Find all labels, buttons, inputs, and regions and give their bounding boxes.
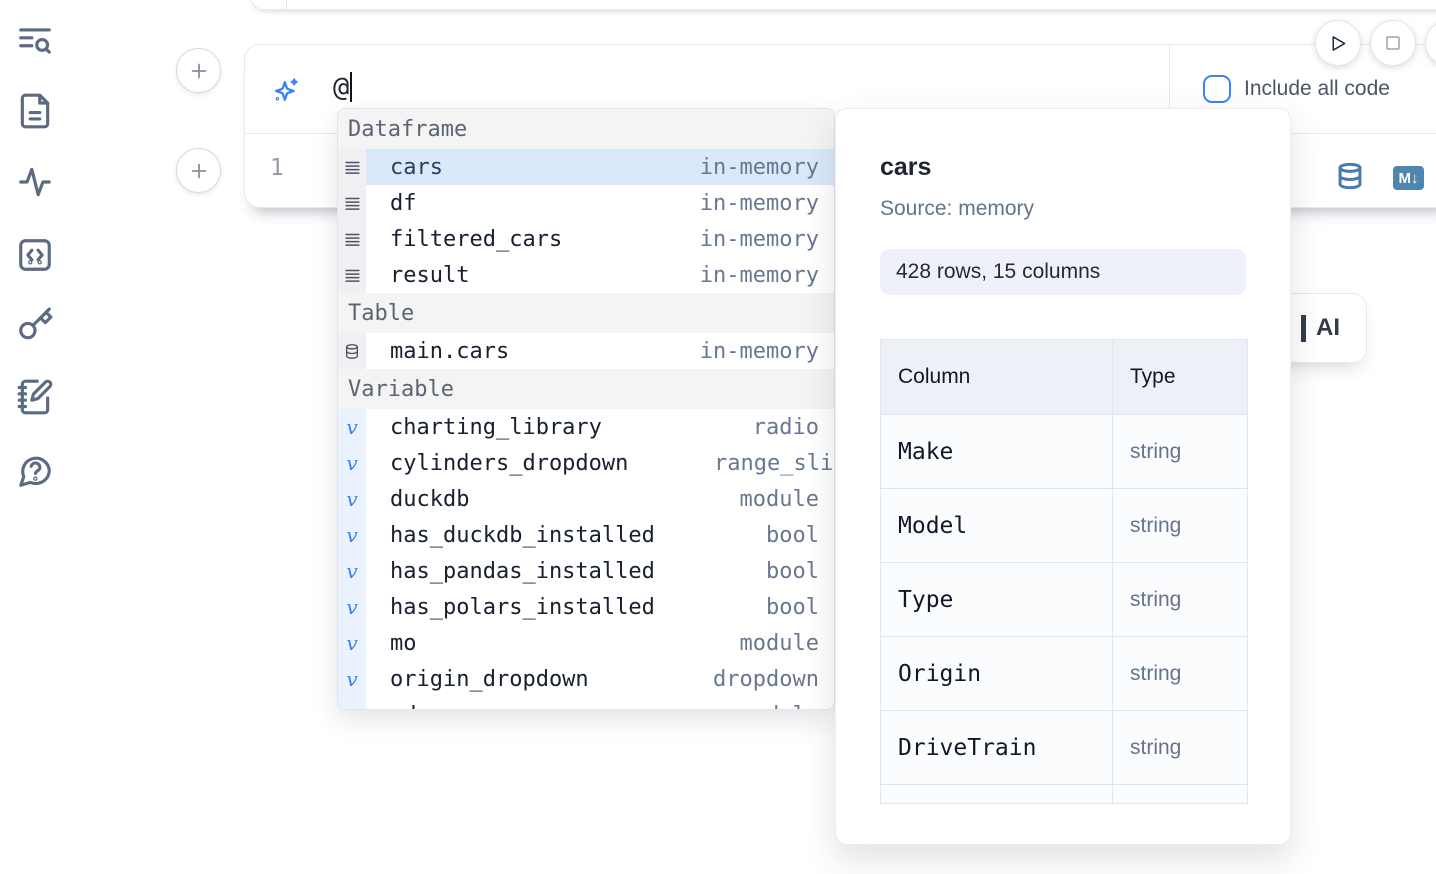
variable-icon: v bbox=[338, 589, 366, 625]
autocomplete-item-cylinders-dropdown[interactable]: v cylinders_dropdown range_slider bbox=[338, 445, 834, 481]
variable-icon: v bbox=[338, 661, 366, 697]
autocomplete-item-pd[interactable]: v pd module bbox=[338, 697, 834, 709]
prompt-value: @ bbox=[333, 72, 350, 103]
autocomplete-item-duckdb[interactable]: v duckdb module bbox=[338, 481, 834, 517]
variable-icon: v bbox=[338, 553, 366, 589]
variable-icon: v bbox=[338, 517, 366, 553]
variable-icon: v bbox=[338, 625, 366, 661]
prompt-divider bbox=[1169, 45, 1170, 133]
autocomplete-item-df[interactable]: df in-memory bbox=[338, 185, 834, 221]
add-cell-button-top[interactable] bbox=[176, 48, 221, 93]
file-icon[interactable] bbox=[16, 92, 54, 130]
rows-icon bbox=[338, 221, 366, 257]
include-all-code-label: Include all code bbox=[1244, 77, 1390, 100]
table-row: Model string bbox=[881, 488, 1247, 562]
text-caret bbox=[350, 72, 353, 102]
scratchpad-icon[interactable] bbox=[16, 378, 54, 416]
autocomplete-item-filtered-cars[interactable]: filtered_cars in-memory bbox=[338, 221, 834, 257]
table-header-row: Column Type bbox=[881, 340, 1247, 414]
table-row: Origin string bbox=[881, 636, 1247, 710]
autocomplete-item-has-duckdb-installed[interactable]: v has_duckdb_installed bool bbox=[338, 517, 834, 553]
clipped-letter bbox=[1301, 314, 1306, 342]
key-icon[interactable] bbox=[16, 306, 54, 344]
section-header-dataframe: Dataframe bbox=[338, 109, 834, 149]
autocomplete-item-result[interactable]: result in-memory bbox=[338, 257, 834, 293]
card-title: cars bbox=[880, 153, 932, 181]
variable-icon: v bbox=[338, 697, 366, 709]
variable-icon: v bbox=[338, 481, 366, 517]
sidebar bbox=[0, 0, 70, 874]
autocomplete-item-charting-library[interactable]: v charting_library radio bbox=[338, 409, 834, 445]
previous-cell-edge bbox=[250, 0, 1436, 10]
database-icon[interactable] bbox=[1336, 162, 1364, 192]
line-number: 1 bbox=[270, 155, 284, 181]
section-header-variable: Variable bbox=[338, 369, 834, 409]
dataframe-preview-card: cars Source: memory 428 rows, 15 columns… bbox=[835, 108, 1291, 845]
table-row: Make string bbox=[881, 414, 1247, 488]
autocomplete-item-mo[interactable]: v mo module bbox=[338, 625, 834, 661]
shape-badge: 428 rows, 15 columns bbox=[880, 249, 1246, 295]
include-all-code-checkbox[interactable] bbox=[1203, 75, 1231, 103]
markdown-icon[interactable]: M↓ bbox=[1393, 166, 1424, 190]
help-icon[interactable] bbox=[16, 452, 54, 490]
section-header-table: Table bbox=[338, 293, 834, 333]
variable-icon: v bbox=[338, 445, 366, 481]
rows-icon bbox=[338, 149, 366, 185]
autocomplete-item-origin-dropdown[interactable]: v origin_dropdown dropdown bbox=[338, 661, 834, 697]
autocomplete-item-main-cars[interactable]: main.cars in-memory bbox=[338, 333, 834, 369]
database-icon bbox=[338, 333, 366, 369]
variable-icon: v bbox=[338, 409, 366, 445]
autocomplete-item-cars[interactable]: cars in-memory bbox=[338, 149, 834, 185]
table-row: Type string bbox=[881, 562, 1247, 636]
previous-cell-divider bbox=[286, 0, 287, 10]
rows-icon bbox=[338, 257, 366, 293]
rows-icon bbox=[338, 185, 366, 221]
sparkles-icon bbox=[272, 77, 300, 105]
run-button[interactable] bbox=[1315, 20, 1361, 66]
activity-icon[interactable] bbox=[16, 163, 54, 201]
add-cell-button-bottom[interactable] bbox=[176, 148, 221, 193]
table-row: DriveTrain string bbox=[881, 710, 1247, 784]
toc-search-icon[interactable] bbox=[16, 22, 54, 60]
stop-button[interactable] bbox=[1370, 20, 1416, 66]
table-row-clipped bbox=[881, 784, 1247, 803]
code-editor-row[interactable]: 1 M↓ bbox=[245, 135, 1436, 208]
autocomplete-item-has-pandas-installed[interactable]: v has_pandas_installed bool bbox=[338, 553, 834, 589]
card-source: Source: memory bbox=[880, 197, 1035, 220]
ai-prompt-input[interactable]: @ bbox=[333, 72, 353, 103]
code-square-icon[interactable] bbox=[16, 236, 54, 274]
autocomplete-dropdown: Dataframe cars in-memory df in-memory fi… bbox=[337, 108, 835, 710]
ai-button-label: AI bbox=[1316, 314, 1340, 341]
column-type-table: Column Type Make string Model string Typ… bbox=[880, 339, 1248, 804]
autocomplete-item-has-polars-installed[interactable]: v has_polars_installed bool bbox=[338, 589, 834, 625]
